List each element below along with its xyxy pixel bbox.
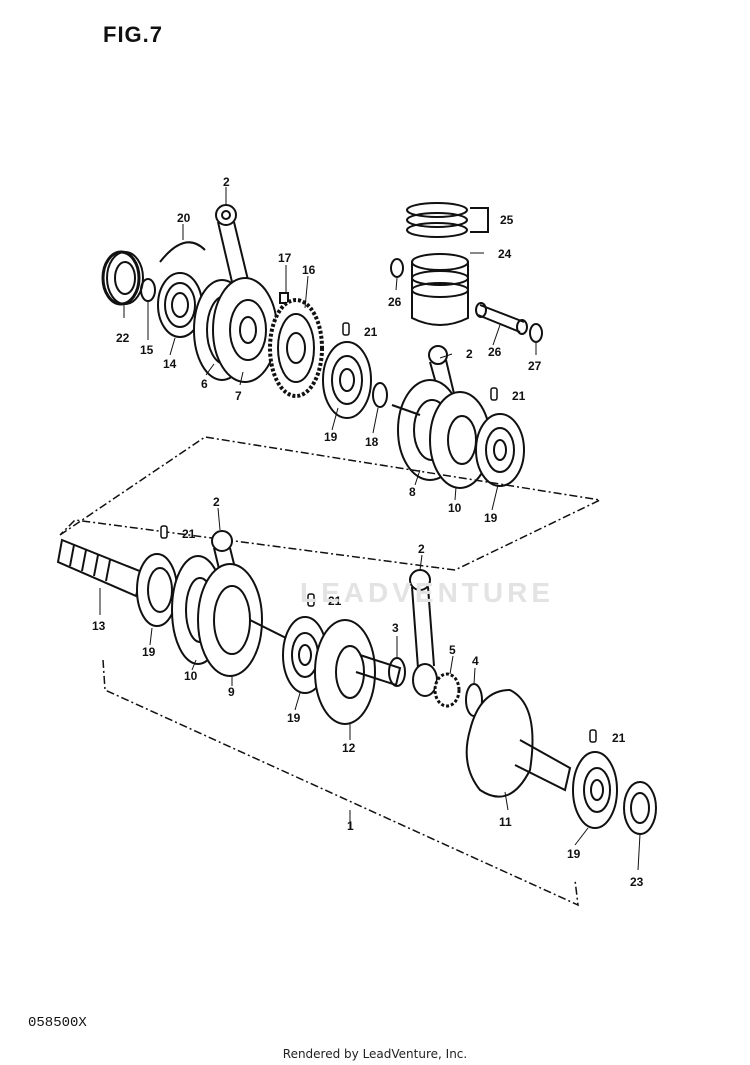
key-17	[279, 292, 289, 304]
key-icon	[589, 729, 597, 743]
callout-20: 20	[177, 211, 191, 225]
crank-web-7	[212, 277, 278, 383]
callout-19: 19	[484, 511, 498, 525]
connecting-rod-2-upper-left	[215, 204, 249, 283]
callout-7: 7	[235, 389, 242, 403]
callout-15: 15	[140, 343, 154, 357]
crank-web-9	[197, 563, 291, 677]
callout-25: 25	[500, 213, 514, 227]
callout-2: 2	[223, 175, 230, 189]
callout-12: 12	[342, 741, 356, 755]
piston-24	[411, 253, 469, 326]
ring-15	[140, 278, 156, 302]
callout-10: 10	[184, 669, 198, 683]
callout-2: 2	[213, 495, 220, 509]
callout-18: 18	[365, 435, 379, 449]
bearing-19-upper-mid	[322, 341, 372, 419]
key-icon	[490, 387, 498, 401]
callout-21: 21	[612, 731, 626, 745]
callout-19: 19	[324, 430, 338, 444]
bearing-14	[157, 272, 203, 338]
shaft-13	[56, 538, 144, 598]
callout-27: 27	[528, 359, 542, 373]
callout-8: 8	[409, 485, 416, 499]
bearing-19-lower-left	[136, 553, 178, 627]
crank-web-12	[314, 619, 402, 725]
callout-4: 4	[472, 654, 479, 668]
figure-title: FIG.7	[103, 22, 164, 47]
assembly-boundary-line	[59, 436, 603, 571]
callout-26: 26	[488, 345, 502, 359]
callout-19: 19	[142, 645, 156, 659]
callout-21: 21	[512, 389, 526, 403]
callout-2: 2	[466, 347, 473, 361]
callout-22: 22	[116, 331, 130, 345]
callout-21: 21	[182, 527, 196, 541]
callout-17: 17	[278, 251, 292, 265]
needle-bearing-5	[433, 672, 461, 708]
callout-21: 21	[364, 325, 378, 339]
callout-24: 24	[498, 247, 512, 261]
callout-6: 6	[201, 377, 208, 391]
key-icon	[342, 322, 350, 336]
circlip-27	[529, 323, 543, 343]
bearing-19-lower-right	[572, 751, 618, 829]
circlip-26	[390, 258, 404, 278]
callout-14: 14	[163, 357, 177, 371]
key-icon	[307, 593, 315, 607]
callout-11: 11	[499, 815, 512, 829]
callout-1: 1	[347, 819, 354, 833]
piston-pin-26	[475, 302, 528, 335]
ring-18	[372, 382, 388, 408]
callout-3: 3	[392, 621, 399, 635]
callout-10: 10	[448, 501, 462, 515]
callout-26: 26	[388, 295, 402, 309]
callout-2: 2	[418, 542, 425, 556]
callout-5: 5	[449, 643, 456, 657]
callout-16: 16	[302, 263, 316, 277]
callout-19: 19	[567, 847, 581, 861]
circlip-20	[159, 241, 206, 263]
callout-9: 9	[228, 685, 235, 699]
piston-rings-25	[406, 202, 489, 238]
oil-seal-23	[623, 781, 657, 835]
watermark: LEADVENTURE	[300, 577, 555, 608]
callout-19: 19	[287, 711, 301, 725]
diagram-code: 058500X	[28, 1015, 87, 1031]
key-icon	[160, 525, 168, 539]
crank-assembly-bracket-line	[102, 659, 579, 907]
connecting-rod-2-lower-right	[409, 569, 438, 697]
callout-23: 23	[630, 875, 644, 889]
oil-seal-22	[101, 250, 144, 306]
callout-21: 21	[328, 594, 342, 608]
crank-web-11	[465, 688, 572, 798]
bearing-19-upper-right	[475, 413, 525, 487]
callout-13: 13	[92, 619, 106, 633]
footer-credit: Rendered by LeadVenture, Inc.	[282, 1047, 468, 1061]
gear-16	[268, 298, 324, 398]
